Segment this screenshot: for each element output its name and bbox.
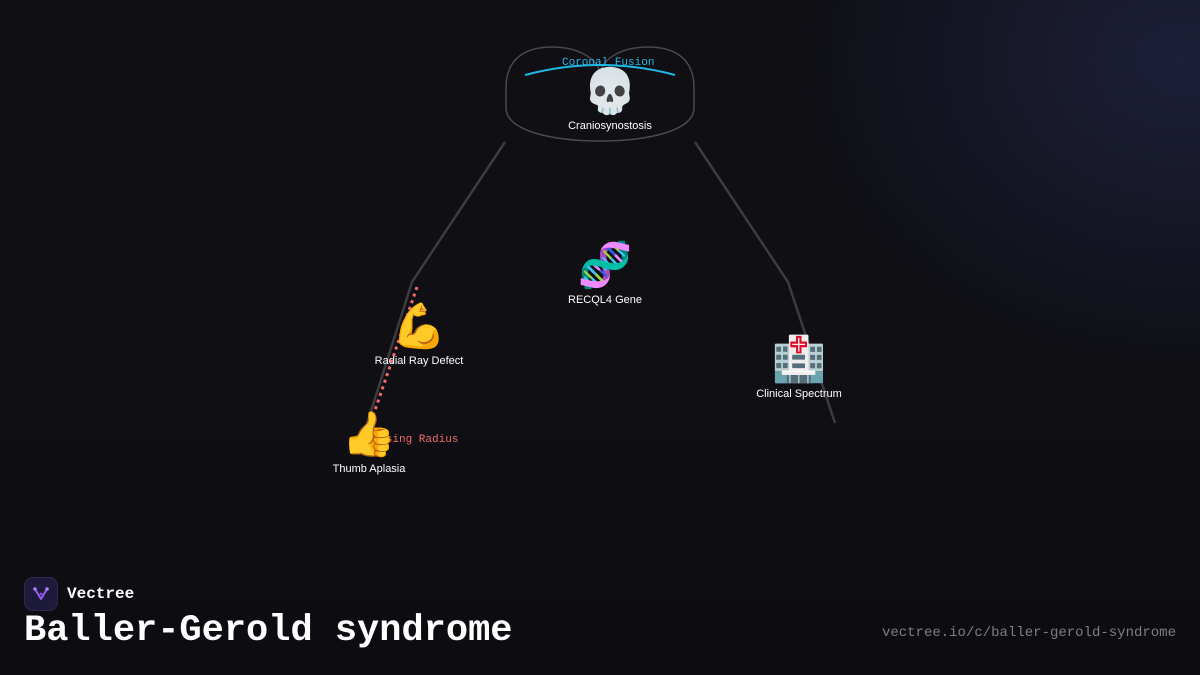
node-radial-ray-defect-label: Radial Ray Defect [374, 355, 464, 367]
thumbs-up-icon: 👍 [341, 409, 397, 460]
node-thumb-aplasia[interactable]: 👍 Thumb Aplasia [319, 409, 419, 476]
skull-outline [505, 46, 695, 142]
vectree-logo-icon [24, 577, 58, 611]
node-thumb-aplasia-label: Thumb Aplasia [332, 463, 406, 475]
annotation-coronal-fusion-text: Coronal Fusion [562, 57, 655, 69]
page-title: Baller-Gerold syndrome [24, 610, 513, 652]
connector-right [693, 141, 837, 424]
hospital-icon: 🏥 [771, 334, 827, 385]
node-recql4-gene[interactable]: 🧬 RECQL4 Gene [555, 240, 655, 307]
annotation-missing-radius-text: Missing Radius [366, 434, 459, 446]
flexed-biceps-icon: 💪 [391, 301, 447, 352]
annotation-missing-radius: Missing Radius [366, 434, 458, 446]
brand[interactable]: Vectree [24, 577, 134, 611]
dna-icon: 🧬 [577, 240, 633, 291]
node-recql4-gene-label: RECQL4 Gene [568, 294, 642, 306]
node-craniosynostosis[interactable]: 💀 Craniosynostosis [560, 66, 660, 133]
coronal-suture-line [524, 64, 676, 76]
brand-name: Vectree [67, 585, 135, 603]
annotation-coronal-fusion: Coronal Fusion [562, 57, 654, 69]
node-radial-ray-defect[interactable]: 💪 Radial Ray Defect [369, 301, 469, 368]
page-url[interactable]: vectree.io/c/baller-gerold-syndrome [881, 625, 1176, 641]
connector-left [363, 141, 507, 431]
node-clinical-spectrum[interactable]: 🏥 Clinical Spectrum [744, 334, 854, 401]
missing-radius-line [369, 286, 419, 423]
node-craniosynostosis-label: Craniosynostosis [568, 120, 652, 132]
skull-icon: 💀 [582, 66, 638, 117]
node-clinical-spectrum-label: Clinical Spectrum [756, 388, 842, 400]
